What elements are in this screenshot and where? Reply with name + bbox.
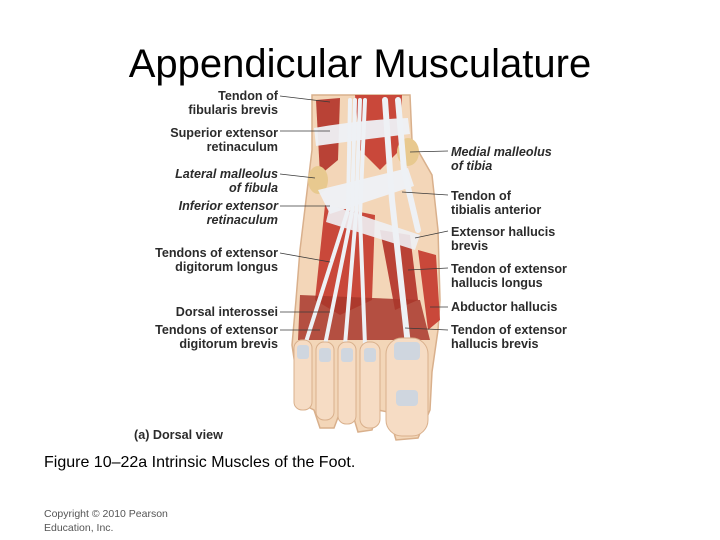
abductor-hallucis xyxy=(418,250,440,330)
toes xyxy=(293,337,429,437)
leader-lines xyxy=(279,95,449,331)
tendons xyxy=(303,97,421,348)
toe-tendon-sheaths xyxy=(297,342,420,406)
label-abductor-hallucis: Abductor hallucis xyxy=(451,300,558,314)
copyright-notice: Copyright © 2010 Pearson Education, Inc. xyxy=(44,508,168,534)
figure-caption: Figure 10–22a Intrinsic Muscles of the F… xyxy=(44,454,356,471)
label-dorsal-interossei: Dorsal interossei xyxy=(175,305,278,319)
lateral-malleolus xyxy=(308,166,328,194)
slide-title: Appendicular Musculature xyxy=(128,42,592,86)
view-label: (a) Dorsal view xyxy=(134,428,223,442)
